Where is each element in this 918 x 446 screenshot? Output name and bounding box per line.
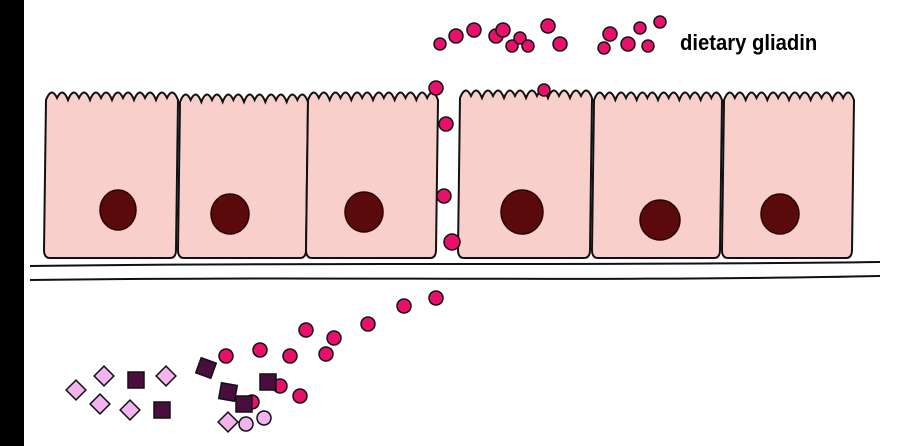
- light-circle-1: [239, 417, 253, 431]
- epithelial-cells: [44, 90, 854, 258]
- light-molecule-5: [156, 366, 176, 386]
- dark-molecule-6: [236, 396, 252, 412]
- gliadin-dot-29: [253, 343, 267, 357]
- light-molecule-2: [94, 366, 114, 386]
- cell-nucleus-1: [100, 190, 136, 230]
- cell-nucleus-4: [501, 190, 543, 234]
- light-molecule-4: [120, 400, 140, 420]
- light-molecule-3: [90, 394, 110, 414]
- gliadin-dot-16: [654, 16, 666, 28]
- gliadin-dot-26: [299, 323, 313, 337]
- gliadin-dot-27: [319, 347, 333, 361]
- gliadin-dot-3: [467, 23, 481, 37]
- gliadin-dot-31: [293, 389, 307, 403]
- membrane-line-bottom: [30, 276, 880, 280]
- gliadin-dot-10: [553, 37, 567, 51]
- dark-molecule-5: [260, 374, 276, 390]
- dark-molecule-3: [196, 358, 217, 379]
- light-molecule-6: [218, 412, 238, 432]
- cell-nucleus-6: [761, 194, 799, 234]
- gliadin-dot-11: [603, 27, 617, 41]
- basement-membrane: [30, 262, 880, 280]
- gliadin-dot-15: [634, 22, 646, 34]
- gliadin-dot-18: [439, 117, 453, 131]
- light-circle-2: [257, 411, 271, 425]
- dark-molecule-1: [128, 372, 144, 388]
- membrane-line-top: [30, 262, 880, 266]
- cell-nucleus-3: [345, 192, 383, 232]
- epithelial-cell-2: [178, 94, 308, 258]
- gliadin-dot-8: [522, 40, 534, 52]
- light-molecule-1: [66, 380, 86, 400]
- gliadin-dot-1: [434, 38, 446, 50]
- gliadin-dot-30: [219, 349, 233, 363]
- gliadin-dot-12: [598, 42, 610, 54]
- gliadin-dot-13: [621, 37, 635, 51]
- gliadin-dot-9: [541, 19, 555, 33]
- epithelial-cell-1: [44, 92, 178, 258]
- gliadin-dot-14: [642, 40, 654, 52]
- cell-nucleus-5: [640, 200, 680, 240]
- dark-molecule-4: [219, 383, 238, 402]
- gliadin-dot-23: [397, 299, 411, 313]
- gliadin-dot-19: [437, 189, 451, 203]
- gliadin-dot-17: [429, 81, 443, 95]
- gliadin-dot-22: [429, 291, 443, 305]
- dark-molecule-2: [154, 402, 170, 418]
- cell-nucleus-2: [211, 194, 249, 234]
- gliadin-dot-25: [327, 331, 341, 345]
- epithelial-cell-3: [306, 92, 438, 258]
- gliadin-dot-28: [283, 349, 297, 363]
- immune-molecules: [66, 358, 276, 432]
- gliadin-dot-2: [449, 29, 463, 43]
- gliadin-dot-6: [496, 23, 510, 37]
- gliadin-dot-24: [361, 317, 375, 331]
- dietary-gliadin-label: dietary gliadin: [680, 30, 817, 56]
- gliadin-dot-20: [444, 234, 460, 250]
- epithelial-cell-6: [722, 92, 854, 258]
- gliadin-dot-21: [538, 84, 550, 96]
